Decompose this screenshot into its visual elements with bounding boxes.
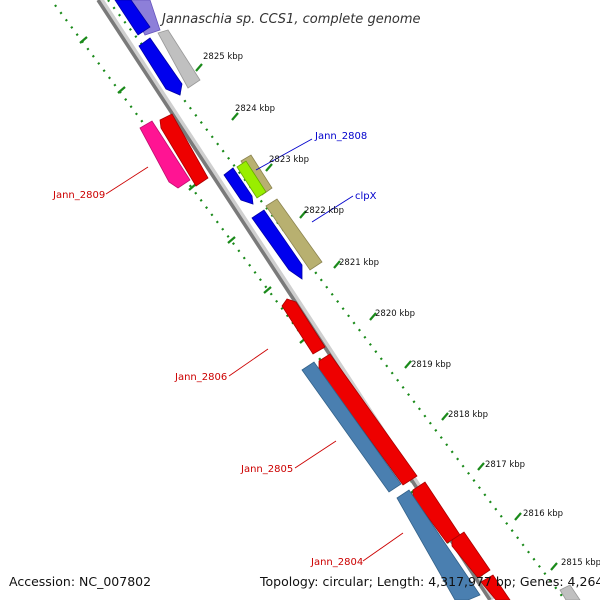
connector-jann2805 bbox=[294, 440, 337, 469]
connector-jann2806 bbox=[228, 348, 269, 377]
gene-blue-top[interactable] bbox=[114, 0, 151, 36]
gene-steel-long[interactable] bbox=[301, 361, 402, 493]
connector-jann2804 bbox=[362, 532, 404, 562]
gene-steel-lower[interactable] bbox=[396, 489, 481, 600]
gene-label-jann2806[interactable]: Jann_2806 bbox=[174, 372, 227, 383]
tick-label: 2823 kbp bbox=[269, 155, 309, 165]
gene-blue-small[interactable] bbox=[223, 167, 254, 205]
tick-label: 2825 kbp bbox=[203, 52, 243, 62]
tick-label: 2824 kbp bbox=[235, 104, 275, 114]
outer-ruler-ticks bbox=[195, 63, 558, 571]
tick-label: 2816 kbp bbox=[523, 509, 563, 519]
gene-grey-top[interactable] bbox=[157, 29, 201, 89]
gene-pink-jann2809[interactable] bbox=[139, 120, 191, 189]
map-title: Jannaschia sp. CCS1, complete genome bbox=[159, 12, 421, 27]
gene-label-jann2804[interactable]: Jann_2804 bbox=[310, 557, 363, 568]
tick-label: 2819 kbp bbox=[411, 360, 451, 370]
gene-label-jann2808[interactable]: Jann_2808 bbox=[314, 131, 367, 142]
tick-label: 2815 kbp bbox=[561, 558, 600, 568]
gene-label-jann2809[interactable]: Jann_2809 bbox=[52, 190, 105, 201]
tick-label: 2821 kbp bbox=[339, 258, 379, 268]
gene-red-lower2[interactable] bbox=[451, 531, 491, 579]
accession-text: Accession: NC_007802 bbox=[9, 574, 151, 589]
gene-label-jann2805[interactable]: Jann_2805 bbox=[240, 464, 293, 475]
topology-text: Topology: circular; Length: 4,317,977 bp… bbox=[259, 574, 600, 589]
tick-label: 2822 kbp bbox=[304, 206, 344, 216]
connector-jann2808 bbox=[255, 138, 313, 171]
gene-grey-bottom[interactable] bbox=[559, 584, 581, 600]
gene-lime-small[interactable] bbox=[236, 160, 267, 199]
gene-label-clpx[interactable]: clpX bbox=[355, 191, 377, 202]
gene-blue-mid[interactable] bbox=[251, 209, 303, 280]
gene-olive-clpx[interactable] bbox=[265, 198, 323, 271]
connector-jann2809 bbox=[105, 166, 149, 195]
gene-red-jann2809b[interactable] bbox=[159, 113, 209, 187]
tick-label: 2817 kbp bbox=[485, 460, 525, 470]
gene-red-jann2806[interactable] bbox=[281, 298, 326, 355]
gene-red-long[interactable] bbox=[318, 353, 418, 486]
gene-blue-upper[interactable] bbox=[138, 37, 183, 96]
tick-label: 2820 kbp bbox=[375, 309, 415, 319]
gene-red-bottom[interactable] bbox=[480, 574, 511, 600]
tick-label: 2818 kbp bbox=[448, 410, 488, 420]
connector-clpx bbox=[311, 195, 354, 223]
